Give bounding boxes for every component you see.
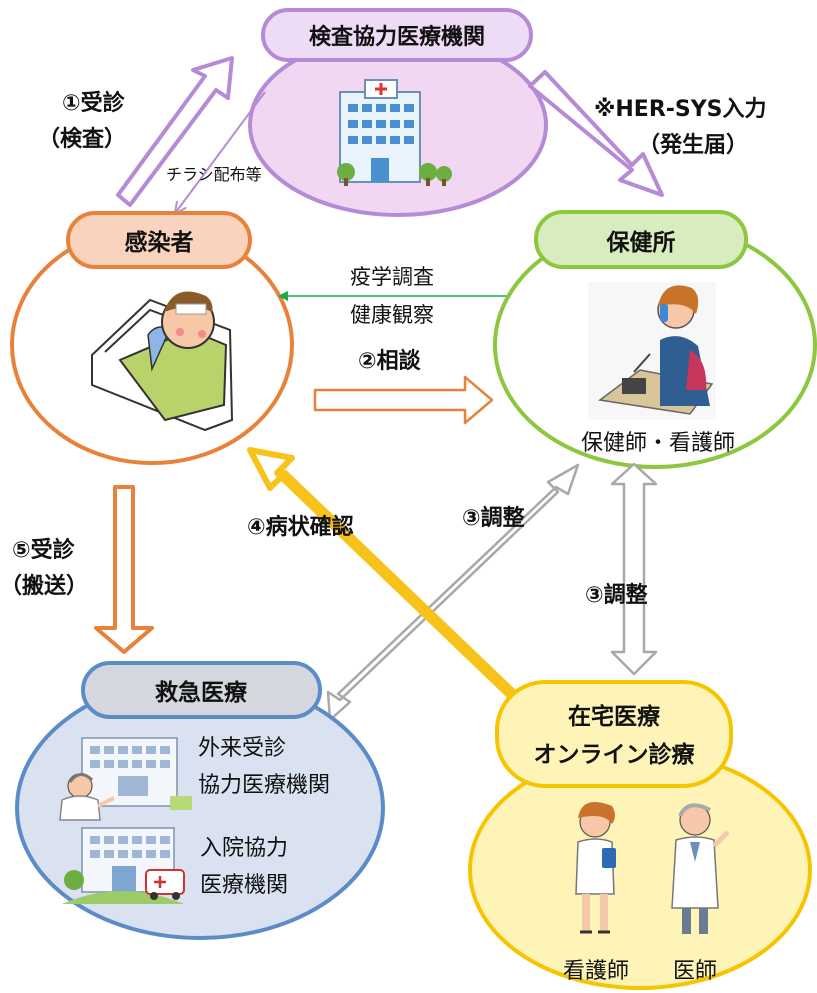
arrow-consult xyxy=(313,375,494,425)
health-center-staff: 保健師・看護師 xyxy=(581,431,735,456)
clinic-title: 検査協力医療機関 xyxy=(309,24,485,50)
label-consult: ②相談 xyxy=(358,348,422,374)
arrow-transport xyxy=(94,485,154,654)
label-hersys-line1: ※HER-SYS入力 xyxy=(594,97,767,122)
health-center-title: 保健所 xyxy=(606,229,676,256)
label-hersys-line2: （発生届） xyxy=(638,133,748,158)
hospital-building-icon xyxy=(337,79,452,186)
patient-title-pill xyxy=(66,211,252,269)
label-visit-test-line2: （検査） xyxy=(38,127,126,152)
clinic-node: 検査協力医療機関 xyxy=(248,8,548,217)
emergency-title-pill xyxy=(81,661,322,719)
home-care-title-line1: 在宅医療 xyxy=(568,703,661,730)
label-symptom-check: ④病状確認 xyxy=(247,514,354,540)
doctor-icon xyxy=(671,803,730,934)
home-care-nurse-label: 看護師 xyxy=(563,959,629,984)
health-center-node: 保健所 保健師・看護師 xyxy=(493,210,817,469)
clinic-title-pill xyxy=(261,8,533,62)
patient-title: 感染者 xyxy=(125,229,194,256)
home-care-doctor-label: 医師 xyxy=(673,959,717,984)
arrow-flyer xyxy=(176,91,266,212)
home-care-node: 在宅医療 オンライン診療 看護師 医師 xyxy=(468,680,812,990)
health-center-title-pill xyxy=(534,210,748,269)
inpatient-hospital-ambulance-icon xyxy=(62,827,185,904)
outpatient-facility-icon xyxy=(59,737,192,821)
arrow-hersys xyxy=(528,70,664,197)
nurse-on-phone-icon xyxy=(588,282,716,420)
arrow-adjust-vertical xyxy=(610,462,658,676)
label-survey-line1: 疫学調査 xyxy=(350,265,434,289)
patient-node: 感染者 xyxy=(10,211,294,465)
label-transport-line1: ⑤受診 xyxy=(12,537,76,563)
arrow-visit-test xyxy=(116,56,234,207)
emergency-facility1-line2: 協力医療機関 xyxy=(198,773,330,798)
arrow-symptom-check xyxy=(247,447,541,706)
home-care-title-line2: オンライン診療 xyxy=(534,741,696,768)
emergency-node: 救急医療 外来受診 協力医療機関 xyxy=(15,661,385,940)
emergency-title: 救急医療 xyxy=(155,679,248,706)
sick-patient-in-bed-icon xyxy=(91,291,234,432)
label-transport-line2: （搬送） xyxy=(0,573,88,599)
emergency-facility2-line1: 入院協力 xyxy=(200,836,288,861)
label-visit-test-line1: ①受診 xyxy=(62,90,126,116)
nurse-icon xyxy=(575,802,616,934)
label-flyer: チラシ配布等 xyxy=(166,165,262,184)
home-care-title-pill xyxy=(495,680,733,788)
emergency-facility2-line2: 医療機関 xyxy=(200,873,288,898)
label-adjust-diagonal: ③調整 xyxy=(462,505,525,531)
label-survey-line2: 健康観察 xyxy=(350,303,434,327)
emergency-facility1-line1: 外来受診 xyxy=(198,736,286,761)
label-adjust-vertical: ③調整 xyxy=(585,582,648,608)
arrow-adjust-diagonal xyxy=(326,463,580,722)
